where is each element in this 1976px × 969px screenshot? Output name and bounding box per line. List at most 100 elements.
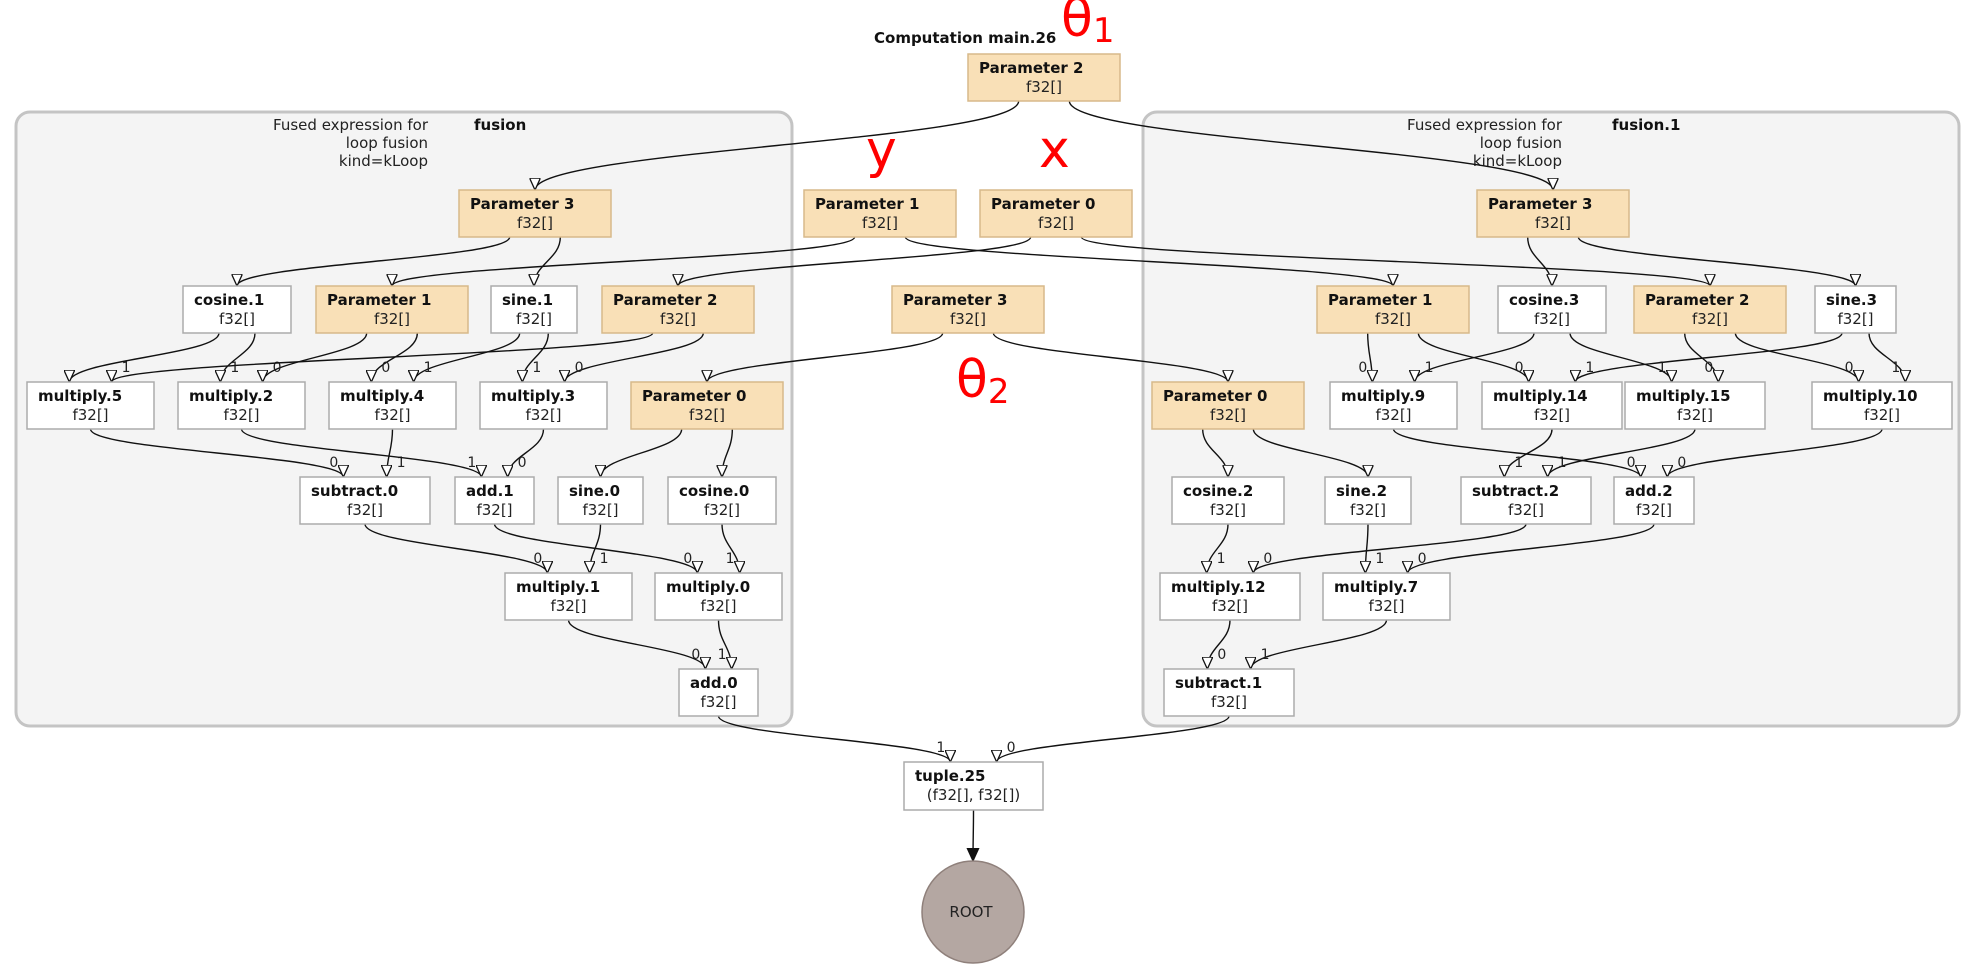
root-label: ROOT [949,903,993,921]
edge-R_p1-to-R_m9 [1368,332,1373,382]
node-box [315,285,469,334]
edge-L_sub0-to-L_m1 [364,523,547,573]
edge-top_p1-to-R_p1 [904,236,1393,286]
edge-R_sub1-to-tuple [997,715,1230,762]
edge-operand-label: 0 [683,551,692,567]
edge-operand-label: 1 [1585,360,1594,376]
edge-operand-label: 0 [691,647,700,663]
edge-L_m4-to-L_sub0 [387,428,394,477]
edge-top_p2-to-L_p3 [535,100,1020,190]
node-title: Parameter 1 [327,291,431,309]
edge-operand-label: 0 [273,360,282,376]
edge-tuple-to-ROOT [973,809,974,861]
root-node[interactable]: ROOT [921,860,1025,964]
node-shape: f32[] [1210,406,1246,424]
node-title: tuple.25 [915,767,985,785]
node-box [1497,285,1607,334]
node-shape: f32[] [1534,310,1570,328]
node-title: subtract.2 [1472,482,1559,500]
cluster-label-line: Fused expression for [273,116,429,134]
node-shape: f32[] [700,597,736,615]
edge-operand-label: 1 [718,647,727,663]
edge-operand-label: 1 [467,455,476,471]
cluster-label-line: kind=kLoop [1473,152,1562,170]
edge-L_p3-to-L_sin1 [534,236,562,286]
node-box [1814,285,1897,334]
node-box [299,476,431,525]
node-box [177,381,306,430]
node-title: add.2 [1625,482,1673,500]
edge-R_p3-to-R_cos3 [1526,236,1552,286]
node-shape: f32[] [1636,501,1672,519]
cluster-label-line: kind=kLoop [339,152,428,170]
node-tuple-25[interactable]: tuple.25(f32[], f32[]) [903,761,1044,811]
node-box [667,476,777,525]
node-box [1624,381,1766,430]
edge-operand-label: 1 [1375,551,1384,567]
node-shape: f32[] [516,310,552,328]
edge-R_sub2-to-R_m12 [1253,523,1527,573]
node-box [630,381,784,430]
edge-L_m5-to-L_sub0 [89,428,344,477]
node-title: multiply.1 [516,578,600,596]
node-box [903,761,1044,811]
node-title: Parameter 0 [1163,387,1267,405]
node-box [891,285,1045,334]
node-title: sine.3 [1826,291,1877,309]
node-box [557,476,644,525]
node-box [1481,381,1623,430]
edge-top_p1-to-L_p1 [392,236,856,286]
node-title: multiply.10 [1823,387,1918,405]
edge-R_m14-to-R_sub2 [1504,428,1553,477]
node-box [654,572,783,621]
edge-top_p3-to-L_p0 [707,332,944,382]
node-box [504,572,633,621]
edge-operand-label: 1 [424,360,433,376]
edge-operand-label: 0 [1217,647,1226,663]
edge-L_p0-to-L_cos0 [722,428,734,477]
node-shape: f32[] [950,310,986,328]
node-box [1163,668,1295,717]
node-title: cosine.2 [1183,482,1253,500]
node-shape: f32[] [525,406,561,424]
edge-R_p0-to-R_cos2 [1201,428,1228,477]
